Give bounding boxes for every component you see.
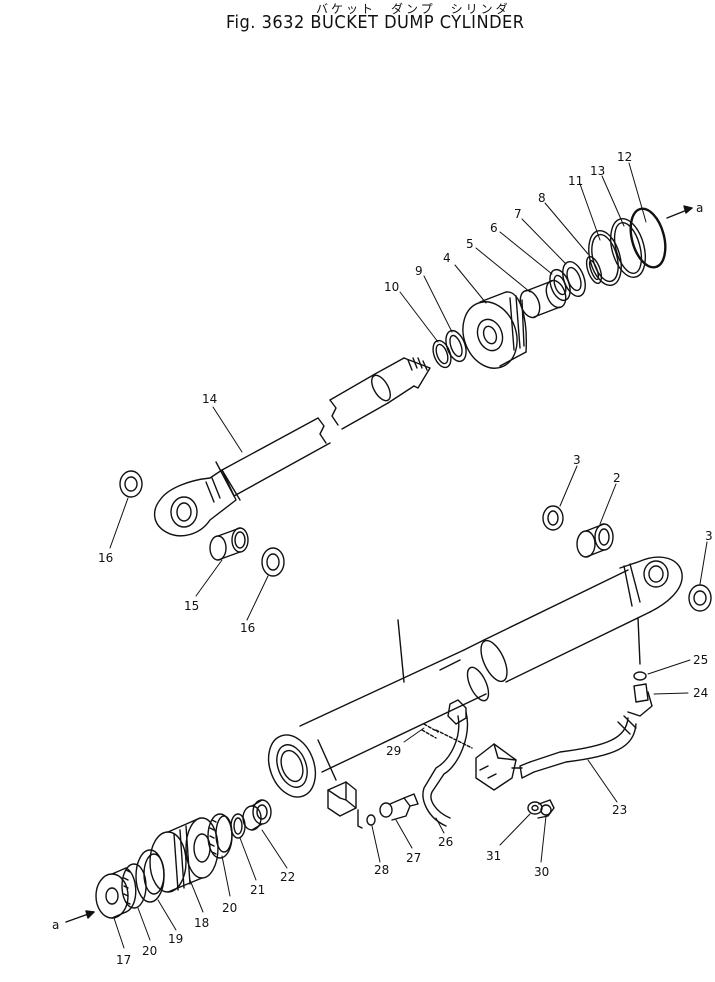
piston-rod-14 xyxy=(153,357,431,537)
callout-8: 8 xyxy=(538,191,546,205)
fitting-27 xyxy=(379,793,419,821)
callout-11: 11 xyxy=(568,174,583,188)
bolt-30 xyxy=(537,799,555,819)
cylinder-tube-1 xyxy=(267,556,683,829)
ring-21 xyxy=(230,813,246,839)
piston-nut-17 xyxy=(95,867,137,919)
ring-13 xyxy=(610,218,646,278)
nut-22 xyxy=(242,799,272,831)
callout-25: 25 xyxy=(693,653,708,667)
dust-seal-16-upper xyxy=(119,470,143,498)
callout-2: 2 xyxy=(613,471,621,485)
arrow-a-bottom xyxy=(65,910,95,923)
callout-19: 19 xyxy=(168,932,183,946)
callout-22: 22 xyxy=(280,870,295,884)
tube-26 xyxy=(422,699,523,827)
bushing-5 xyxy=(519,279,567,319)
callout-4: 4 xyxy=(443,251,451,265)
callout-7: 7 xyxy=(514,207,522,221)
leader-lines xyxy=(109,162,708,949)
rod-head-4 xyxy=(462,291,528,369)
callout-6: 6 xyxy=(490,221,498,235)
label-a-top: a xyxy=(696,201,703,215)
dust-seal-3-left xyxy=(542,505,564,531)
bolt-29 xyxy=(421,723,473,749)
piston-18 xyxy=(149,817,219,893)
elbow-24 xyxy=(617,683,653,735)
callout-20-lower: 20 xyxy=(142,944,157,958)
bushing-2 xyxy=(576,523,614,558)
wear-ring-20-upper xyxy=(207,813,233,859)
seal-9 xyxy=(445,329,467,363)
callout-3-right: 3 xyxy=(705,529,713,543)
callout-5: 5 xyxy=(466,237,474,251)
callout-9: 9 xyxy=(415,264,423,278)
tube-23 xyxy=(519,717,637,779)
callout-14: 14 xyxy=(202,392,217,406)
callout-29: 29 xyxy=(386,744,401,758)
callout-26: 26 xyxy=(438,835,453,849)
callout-21: 21 xyxy=(250,883,265,897)
callout-16-lower: 16 xyxy=(240,621,255,635)
ring-11 xyxy=(588,229,622,287)
page-title: Fig. 3632 BUCKET DUMP CYLINDER xyxy=(226,12,525,33)
callout-10: 10 xyxy=(384,280,399,294)
o-ring-25 xyxy=(633,671,647,681)
callout-31: 31 xyxy=(486,849,501,863)
callout-23: 23 xyxy=(612,803,627,817)
callout-30: 30 xyxy=(534,865,549,879)
o-ring-28 xyxy=(366,814,376,826)
callout-12: 12 xyxy=(617,150,632,164)
callout-13: 13 xyxy=(590,164,605,178)
callout-20-upper: 20 xyxy=(222,901,237,915)
callout-28: 28 xyxy=(374,863,389,877)
callout-15: 15 xyxy=(184,599,199,613)
seal-7 xyxy=(562,261,586,297)
callout-27: 27 xyxy=(406,851,421,865)
callout-3-left: 3 xyxy=(573,453,581,467)
dust-seal-3-right xyxy=(688,584,712,612)
snap-ring-12 xyxy=(629,207,667,269)
callout-16-upper: 16 xyxy=(98,551,113,565)
callout-24: 24 xyxy=(693,686,708,700)
callout-18: 18 xyxy=(194,916,209,930)
label-a-bottom: a xyxy=(52,918,59,932)
arrow-a-top xyxy=(666,205,693,219)
callout-17: 17 xyxy=(116,953,131,967)
dust-seal-16-lower xyxy=(261,547,285,577)
bushing-15 xyxy=(209,527,249,561)
title-kana: バケット ダンプ シリンダ xyxy=(316,2,511,16)
